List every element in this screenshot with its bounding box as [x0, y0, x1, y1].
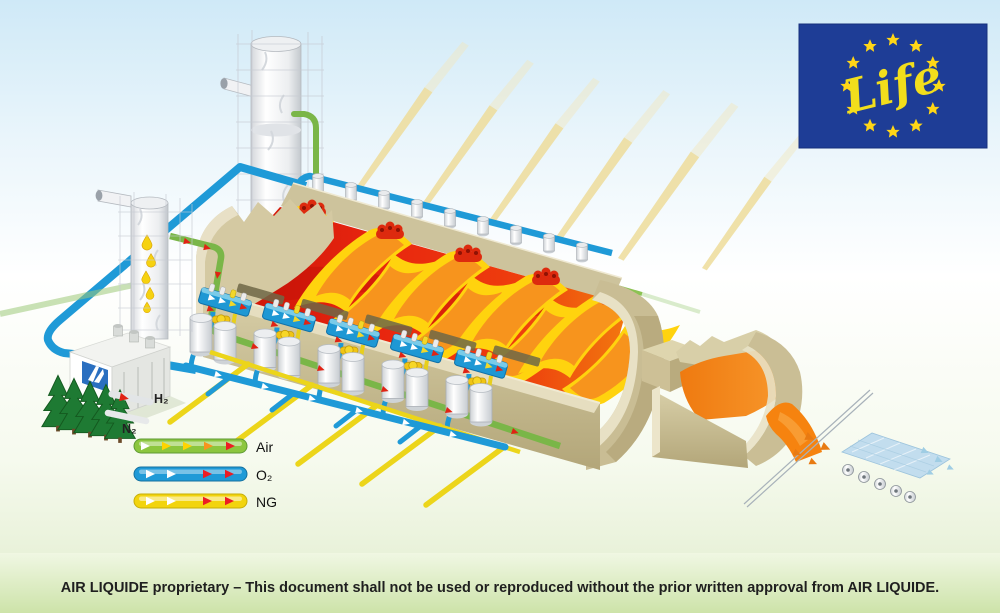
- air-liquide-plant: H₂ N₂: [41, 324, 186, 444]
- glass-ribbon-line: [743, 389, 955, 508]
- throat-and-working-end: [642, 330, 822, 468]
- roof-vents: [113, 324, 155, 349]
- o2-front-manifold: [182, 362, 509, 451]
- footer-bar: AIR LIQUIDE proprietary – This document …: [0, 553, 1000, 613]
- building-panel-lines: [123, 358, 165, 413]
- ng-distribution-pipes: [167, 349, 521, 508]
- legend-label-o2: O₂: [256, 467, 272, 483]
- proprietary-notice: AIR LIQUIDE proprietary – This document …: [61, 580, 939, 596]
- eu-life-logo: Life: [798, 23, 988, 149]
- h2-outlet-pipe: H₂: [108, 390, 169, 406]
- legend-item-o2: O₂: [133, 466, 272, 483]
- tower-scaffold-grid: [118, 192, 193, 338]
- air-pipe-left-faded: [0, 278, 153, 317]
- legend-label-air: Air: [256, 439, 273, 455]
- legend-item-air: Air: [133, 438, 273, 455]
- h2-label: H₂: [154, 392, 169, 406]
- heat-recovery-tower: [95, 189, 193, 340]
- flue-gas-pipe-to-stack: [291, 111, 319, 195]
- stack-scaffold-grid: [236, 30, 324, 250]
- rollers: [842, 464, 916, 503]
- n2-outlet-pipe: N₂: [104, 409, 150, 436]
- pipe-legend: Air O₂ NG: [133, 438, 277, 510]
- n2-label: N₂: [122, 422, 137, 436]
- legend-label-ng: NG: [256, 494, 277, 510]
- o2-supply-loop-pipe: [43, 163, 308, 374]
- legend-item-ng: NG: [133, 493, 277, 510]
